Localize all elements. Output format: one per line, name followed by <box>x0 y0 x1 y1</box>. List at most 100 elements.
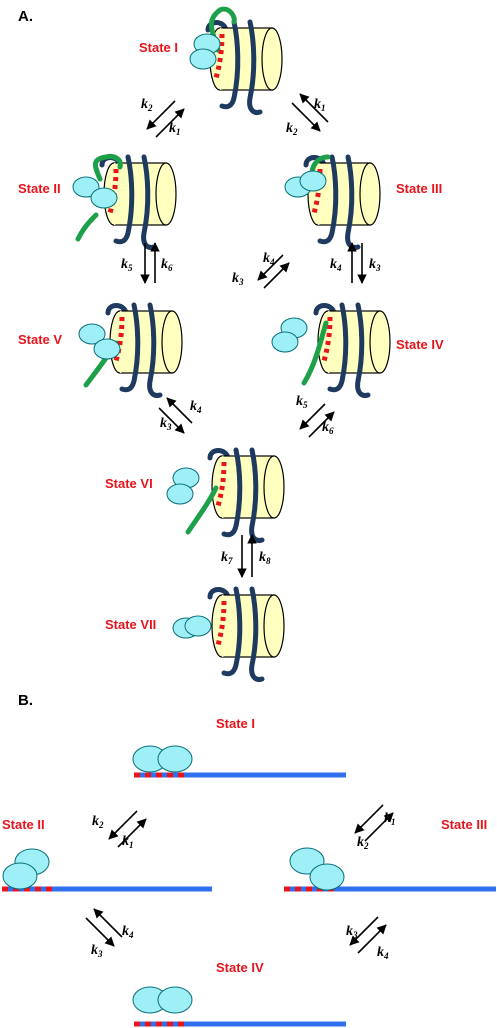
rate-a-r4: k2 <box>286 121 298 137</box>
binding-site-state-6 <box>215 461 227 507</box>
histone-face-state-2 <box>155 162 177 226</box>
panel-b-linear-dna <box>2 745 496 1027</box>
rate-a-r12-sub: 3 <box>166 422 172 432</box>
nucleosome-state-6 <box>185 447 285 543</box>
protein-1-b-state-2 <box>2 862 38 890</box>
rate-b-r3: k1 <box>384 811 396 827</box>
rate-a-r13: k5 <box>296 394 308 410</box>
dna-wrap-2-state-5 <box>147 302 163 398</box>
dna-wrap-1-state-7 <box>221 586 243 677</box>
dna-wrap-2-state-7 <box>249 586 265 682</box>
state-label-a-7: State VII <box>105 617 156 632</box>
rate-a-r2-sub: 1 <box>176 127 181 137</box>
rate-a-r7: k4 <box>263 251 275 267</box>
rate-a-r14-k: k <box>322 420 329 435</box>
rate-a-r9-k: k <box>330 257 337 272</box>
rate-a-r16-sub: 8 <box>266 556 271 566</box>
dna-wrap-2-state-2 <box>141 154 157 250</box>
protein-a-state-5 <box>78 323 106 345</box>
dna-wrap-2-state-4 <box>355 302 371 398</box>
state-label-a-2: State II <box>18 181 61 196</box>
dna-wrap-1-state-1 <box>219 19 241 110</box>
rate-b-r8-sub: 4 <box>383 951 389 961</box>
rate-a-r5-sub: 5 <box>128 263 133 273</box>
rate-a-r10-sub: 3 <box>375 263 381 273</box>
rate-b-r2-sub: 1 <box>129 840 134 850</box>
protein-1-b-state-4 <box>157 986 193 1014</box>
rate-b-r6: k3 <box>91 943 103 959</box>
arrow-a-1-2-forward <box>146 100 176 130</box>
arrow-a-5-6-up <box>166 397 193 424</box>
rate-b-r7-sub: 3 <box>352 930 358 940</box>
dna-wrap-1-state-6 <box>221 447 243 538</box>
rate-a-r10: k3 <box>369 257 381 273</box>
dna-wrap-1-state-5 <box>119 302 141 393</box>
nucleosome-state-5 <box>83 302 183 398</box>
rate-a-r11: k4 <box>190 399 202 415</box>
rate-b-r2: k1 <box>122 834 134 850</box>
rate-a-r8-k: k <box>232 271 239 286</box>
dna-free-arm-state-2 <box>75 154 123 242</box>
rate-a-r1: k2 <box>141 97 153 113</box>
arrow-b-2-4-up <box>93 908 123 938</box>
histone-face-state-7 <box>263 594 285 658</box>
histone-face-state-5 <box>161 310 183 374</box>
state-label-a-3: State III <box>396 181 442 196</box>
state-label-b-4: State IV <box>216 960 264 975</box>
panel-label-a: A. <box>18 8 33 25</box>
rate-a-r1-k: k <box>141 97 148 112</box>
protein-b-state-3 <box>299 170 327 192</box>
rate-a-r2-k: k <box>169 121 176 136</box>
binding-site-state-2 <box>107 168 119 214</box>
binding-site-state-1 <box>213 33 225 79</box>
rate-b-r2-k: k <box>122 834 129 849</box>
rate-b-r3-k: k <box>384 811 391 826</box>
rate-b-r1-sub: 2 <box>98 820 104 830</box>
arrow-a-1-3-forward <box>291 102 321 132</box>
rate-b-r1-k: k <box>92 814 99 829</box>
dna-wrap-1-state-4 <box>327 302 349 393</box>
rate-a-r13-sub: 5 <box>303 400 308 410</box>
rate-a-r16-k: k <box>259 550 266 565</box>
arrow-a-5-6-down <box>158 407 185 434</box>
rate-a-r13-k: k <box>296 394 303 409</box>
dna-free-arm-state-4 <box>301 320 329 386</box>
arrow-b-2-4-down <box>85 917 115 947</box>
nucleosome-state-3 <box>303 154 381 250</box>
protein-b-state-6 <box>166 483 194 505</box>
rate-b-r3-sub: 1 <box>391 817 396 827</box>
binding-site-state-7 <box>215 600 227 646</box>
arrow-b-1-2-forward <box>108 810 138 840</box>
panel-a-arrows <box>140 93 367 578</box>
rate-b-r8-k: k <box>377 945 384 960</box>
histone-edge-state-7 <box>211 594 223 658</box>
rate-a-r5: k5 <box>121 257 133 273</box>
rate-a-r2: k1 <box>169 121 181 137</box>
rate-b-r6-k: k <box>91 943 98 958</box>
rate-a-r3: k1 <box>314 97 326 113</box>
dna-wrap-2-state-1 <box>247 19 263 115</box>
rate-b-r4-sub: 2 <box>363 841 369 851</box>
rate-a-r6: k6 <box>161 257 173 273</box>
state-label-b-3: State III <box>441 817 487 832</box>
state-label-a-4: State IV <box>396 337 444 352</box>
rate-b-r7-k: k <box>346 924 353 939</box>
binding-site-state-5 <box>113 316 125 362</box>
rate-a-r11-sub: 4 <box>196 405 202 415</box>
state-label-a-1: State I <box>139 40 178 55</box>
arrow-b-1-2-back <box>117 818 147 848</box>
protein-a-state-2 <box>72 176 100 198</box>
arrow-a-mid-forward <box>257 254 284 281</box>
rate-a-r3-k: k <box>314 97 321 112</box>
rate-a-r9: k4 <box>330 257 342 273</box>
rate-a-r12: k3 <box>160 416 172 432</box>
protein-1-b-state-3 <box>309 863 345 891</box>
rate-a-r15: k7 <box>221 550 233 566</box>
rate-b-r6-sub: 3 <box>97 949 103 959</box>
rate-a-r3-sub: 1 <box>321 103 326 113</box>
arrow-a-mid-back <box>263 262 290 289</box>
state-label-a-6: State VI <box>105 476 153 491</box>
rate-a-r9-sub: 4 <box>336 263 342 273</box>
rate-b-r7: k3 <box>346 924 358 940</box>
